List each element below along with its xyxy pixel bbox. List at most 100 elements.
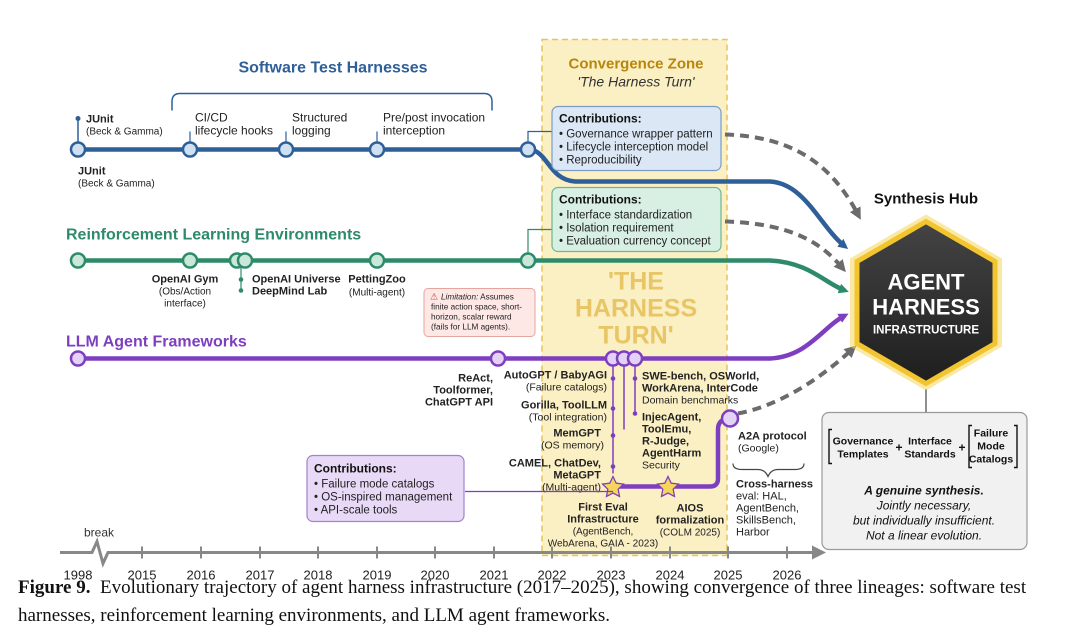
rle-contrib-title: Contributions: [559,193,642,207]
react-label: ReAct, [458,373,493,385]
memgpt-sub: (OS memory) [541,440,604,452]
rle-node [236,252,254,269]
petting-sub: (Multi-agent) [349,288,405,299]
hub-hexagon [854,218,998,387]
figure-caption: Figure 9. Evolutionary trajectory of age… [18,574,1068,630]
sth-contrib-item: • Governance wrapper pattern [559,129,713,141]
sth-node [519,141,537,158]
gym-sub: (Obs/Action [159,287,211,298]
zone-big-line-1: 'THE [608,268,664,296]
llm-contrib-item: • OS-inspired management [314,492,453,504]
a2a-sub: (Google) [738,443,779,455]
junit-bottom-label: JUnit [78,166,106,178]
synthesis-box [821,411,1028,551]
structured-sub: logging [292,124,331,138]
limitation-box [423,288,536,337]
injec-label: AgentHarm [642,448,702,460]
eq-interface: Standards [904,449,956,461]
axis-year-label: 2025 [714,568,743,583]
caption-label: Figure 9. [18,577,91,598]
sth-bracket [171,92,493,111]
swebench-sub: Domain benchmarks [642,395,738,407]
llm-title: LLM Agent Frameworks [66,334,247,351]
camel-sub: (Multi-agent) [542,482,601,494]
hub-line-1: AGENT [888,270,966,295]
hub-title: Synthesis Hub [874,191,978,208]
eq-failure: Mode [977,441,1005,453]
eq-governance: Templates [837,449,888,461]
aios-sub: (COLM 2025) [660,528,721,539]
synthesis-line: Not a linear evolution. [866,529,982,543]
axis-year-label: 2023 [597,568,626,583]
llm-contrib-title: Contributions: [314,462,397,476]
sth-contrib-item: • Lifecycle interception model [559,142,708,154]
llm-line [78,313,849,361]
gym-label: OpenAI Gym [152,274,219,286]
firsteval-sub: (AgentBench, [573,527,634,538]
sth-node [181,141,199,158]
gym-sub: interface) [164,299,206,310]
axis-year-label: 1998 [64,568,93,583]
cross-brace [732,463,805,479]
react-label: ChatGPT API [425,397,493,409]
axis-year-label: 2017 [246,568,275,583]
aios-label: formalization [656,515,725,527]
a2a-label: A2A protocol [738,431,807,443]
injec-label: InjecAgent, [642,412,701,424]
synthesis-line: but individually insufficient. [853,514,995,528]
injec-sub: Security [642,460,681,472]
memgpt-label: MemGPT [553,428,601,440]
react-label: Toolformer, [433,385,493,397]
injec-label: ToolEmu, [642,424,691,436]
axis-year-label: 2016 [187,568,216,583]
axis-year-label: 2018 [304,568,333,583]
axis-year-label: 2024 [656,568,685,583]
caption-text: Evolutionary trajectory of agent harness… [18,577,1027,626]
hub-line-2: HARNESS [872,295,980,320]
junit-top-label: JUnit [86,114,114,126]
zone-big-line-3: TURN' [598,322,673,350]
junit-bottom-sub: (Beck & Gamma) [78,179,155,190]
axis-year-label: 2020 [421,568,450,583]
rle-node [519,252,537,269]
synthesis-line: Jointly necessary, [876,499,971,513]
time-axis [60,537,826,568]
universe-label: OpenAI Universe [252,274,341,286]
firsteval-label: Infrastructure [567,514,639,526]
gorilla-sub: (Tool integration) [529,412,607,424]
llm-node [489,350,507,367]
zone-title: Convergence Zone [568,56,703,73]
llm-node [626,350,644,367]
eq-plus: + [895,441,902,455]
eq-governance: Governance [833,436,894,448]
rle-contrib-item: • Evaluation currency concept [559,236,712,248]
axis-year-label: 2026 [773,568,802,583]
sth-contrib-title: Contributions: [559,112,642,126]
llm-contrib-item: • Failure mode catalogs [314,479,435,491]
axis-year-label: 2019 [363,568,392,583]
limitation-text: horizon, scalar reward [431,313,512,322]
rle-node [368,252,386,269]
deepmind-label: DeepMind Lab [252,286,327,298]
zone-subtitle: 'The Harness Turn' [577,74,695,90]
gorilla-label: Gorilla, ToolLLM [521,400,607,412]
firsteval-sub: WebArena, GAIA - 2023) [548,539,658,550]
aios-label: AIOS [677,503,704,515]
prepost-sub: interception [383,124,445,138]
rle-line [78,258,849,294]
eq-failure: Catalogs [969,454,1014,466]
rle-node [181,252,199,269]
firsteval-label: First Eval [578,502,628,514]
autogpt-label: AutoGPT / BabyAGI [504,370,607,382]
swebench-label: WorkArena, InterCode [642,383,758,395]
rle-contrib-item: • Interface standardization [559,210,692,222]
limitation-warning-icon: ⚠ [430,292,438,302]
autogpt-sub: (Failure catalogs) [526,382,607,394]
injec-label: R-Judge, [642,436,689,448]
limitation-text: (fails for LLM agents). [431,323,510,332]
swebench-label: SWE-bench, OSWorld, [642,371,759,383]
limitation-text: Limitation: Assumes [441,293,514,302]
cross-label: Cross-harness [736,479,813,491]
cross-label: AgentBench, [736,503,799,515]
